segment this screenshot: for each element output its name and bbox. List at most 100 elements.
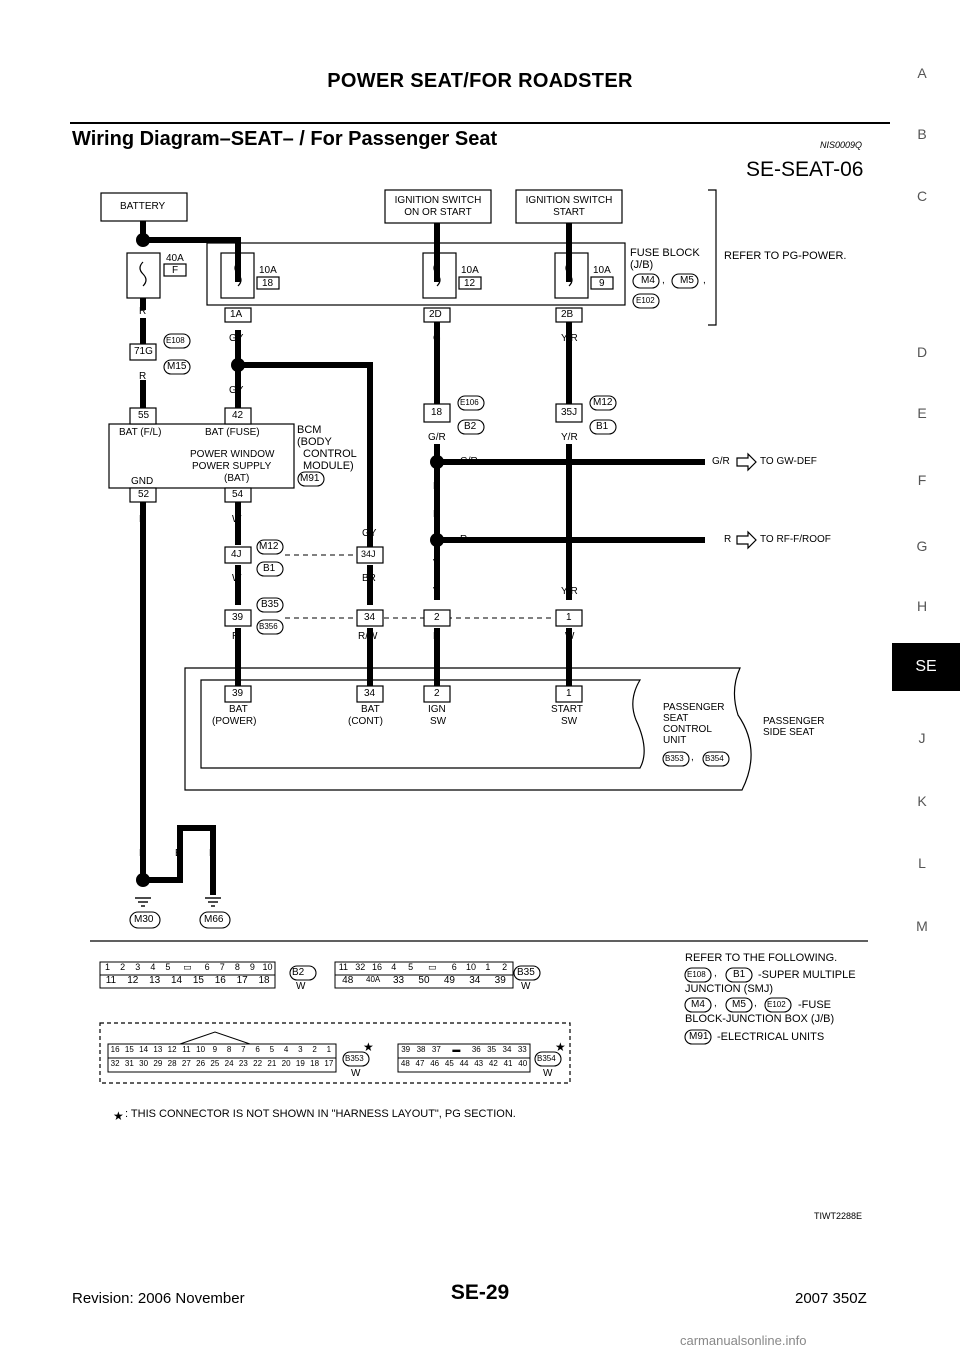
watermark[interactable]: carmanualsonline.info bbox=[680, 1333, 807, 1348]
seat-unit-1: PASSENGER bbox=[663, 702, 725, 713]
side-index-m[interactable]: M bbox=[916, 918, 928, 934]
face-b354-pin: 45 bbox=[444, 1059, 454, 1068]
footer-page-number: SE-29 bbox=[450, 1281, 510, 1304]
wire-yr-1: Y/R bbox=[561, 333, 578, 344]
fuse-block-box bbox=[206, 242, 626, 306]
face-b353-pin: 26 bbox=[196, 1059, 206, 1068]
conn-b1-a: B1 bbox=[596, 421, 609, 432]
title-rule bbox=[70, 122, 890, 124]
fuse-block-label-2: (J/B) bbox=[630, 259, 654, 271]
fuse-40a-box bbox=[126, 252, 161, 299]
wire-br: BR bbox=[362, 573, 376, 584]
wire-gr-2: G/R bbox=[460, 456, 478, 467]
face-b353-bottom-row: 32 31 30 29 28 27 26 25 24 23 22 21 20 1… bbox=[108, 1059, 336, 1068]
term-55: 55 bbox=[138, 410, 150, 421]
face-b35-pin: 50 bbox=[418, 975, 430, 986]
side-index-j[interactable]: J bbox=[918, 730, 926, 746]
face-b353-color: W bbox=[351, 1068, 361, 1079]
seat-unit-3: CONTROL bbox=[663, 724, 712, 735]
side-index-k[interactable]: K bbox=[917, 793, 927, 809]
face-b35-label: B35 bbox=[517, 967, 535, 978]
bcm-name-4: MODULE) bbox=[303, 460, 354, 472]
seat-start-1: START bbox=[551, 704, 583, 715]
legend-comma-1: , bbox=[714, 968, 717, 979]
face-b354-star: ★ bbox=[555, 1040, 566, 1054]
wire-l: L bbox=[433, 631, 439, 642]
wire-r-7: R bbox=[232, 631, 240, 642]
face-b35-pin: 1 bbox=[485, 962, 491, 972]
wire-g: G bbox=[433, 333, 441, 344]
side-index-b[interactable]: B bbox=[917, 126, 927, 142]
face-b2-pin: 7 bbox=[219, 962, 225, 972]
legend-b1: B1 bbox=[733, 969, 746, 980]
term-2d: 2D bbox=[429, 309, 442, 320]
wire-rw: R/W bbox=[358, 631, 378, 642]
note-star: ★ bbox=[113, 1109, 124, 1123]
face-b2-pin: 18 bbox=[258, 975, 270, 986]
face-b2-pin: 8 bbox=[234, 962, 240, 972]
fuse-18-num: 18 bbox=[262, 278, 274, 289]
ign-on-start-label-2: ON OR START bbox=[404, 207, 472, 218]
seat-ign-2: SW bbox=[430, 716, 447, 727]
term-4j: 4J bbox=[231, 549, 242, 560]
conn-e108: E108 bbox=[166, 336, 185, 345]
face-b2-pin: 4 bbox=[150, 962, 156, 972]
face-b354-pin: 37 bbox=[431, 1045, 441, 1054]
conn-b2: B2 bbox=[464, 421, 477, 432]
face-b354-color: W bbox=[543, 1068, 553, 1079]
conn-m91: M91 bbox=[300, 473, 320, 484]
face-b35-top-row: 11 32 16 4 5 ▭ 6 10 1 2 bbox=[335, 962, 513, 973]
face-b353-pin: 3 bbox=[298, 1045, 303, 1054]
legend-e102: E102 bbox=[767, 1000, 786, 1009]
legend-e108: E108 bbox=[687, 970, 706, 979]
side-index-l[interactable]: L bbox=[918, 855, 926, 871]
conn-m66: M66 bbox=[204, 914, 224, 925]
face-b2-pin: 6 bbox=[204, 962, 210, 972]
legend-fuse-2: BLOCK-JUNCTION BOX (J/B) bbox=[685, 1013, 835, 1025]
wire-r-3: R bbox=[433, 481, 441, 492]
wire-gy-1: GY bbox=[229, 333, 244, 344]
face-b2-pin: 11 bbox=[105, 975, 117, 986]
conn-e106: E106 bbox=[460, 398, 479, 407]
term-18: 18 bbox=[431, 407, 443, 418]
legend-m5: M5 bbox=[732, 999, 746, 1010]
conn-e102: E102 bbox=[636, 296, 655, 305]
side-index-d[interactable]: D bbox=[916, 344, 928, 360]
face-b354-pin: 44 bbox=[459, 1059, 469, 1068]
wire-yr-3: Y/R bbox=[561, 586, 578, 597]
bcm-pw-1: POWER WINDOW bbox=[190, 449, 275, 460]
fuse-12-num: 12 bbox=[464, 278, 476, 289]
section-code: NIS0009Q bbox=[820, 140, 863, 150]
side-index-h[interactable]: H bbox=[916, 598, 928, 614]
bcm-name-2: (BODY bbox=[297, 436, 332, 448]
ign-start-label-1: IGNITION SWITCH bbox=[525, 195, 613, 206]
face-b353-pin: 1 bbox=[326, 1045, 332, 1054]
conn-b1-b: B1 bbox=[263, 563, 276, 574]
legend-m91: M91 bbox=[689, 1031, 709, 1042]
face-b353-pin: 11 bbox=[182, 1045, 191, 1054]
out-gw-def: TO GW-DEF bbox=[760, 456, 817, 467]
face-b353-pin: 21 bbox=[267, 1059, 277, 1068]
face-b353-pin: 17 bbox=[324, 1059, 334, 1068]
side-index-c[interactable]: C bbox=[916, 188, 928, 204]
face-b35-pin: 33 bbox=[392, 975, 405, 986]
comma-2: , bbox=[703, 275, 706, 286]
fuse-9-amp: 10A bbox=[593, 265, 611, 276]
face-b353-pin: 6 bbox=[255, 1045, 260, 1054]
wire-w-3: W bbox=[565, 631, 575, 642]
seat-side-1: PASSENGER bbox=[763, 716, 825, 727]
wire-gy-2: GY bbox=[229, 385, 244, 396]
face-b2-pin: 17 bbox=[236, 975, 248, 986]
side-index-e[interactable]: E bbox=[917, 405, 927, 421]
side-index-f[interactable]: F bbox=[917, 472, 927, 488]
side-index-se-active[interactable]: SE bbox=[892, 643, 960, 691]
term-2-a: 2 bbox=[434, 612, 440, 623]
term-39-a: 39 bbox=[232, 612, 244, 623]
face-b353-pin: 10 bbox=[196, 1045, 206, 1054]
side-index-g[interactable]: G bbox=[916, 538, 928, 554]
side-index-a[interactable]: A bbox=[917, 65, 927, 81]
face-b354-label: B354 bbox=[537, 1054, 556, 1063]
face-b353-pin: 5 bbox=[269, 1045, 275, 1054]
wire-b-4: B bbox=[209, 848, 216, 859]
bcm-gnd: GND bbox=[131, 476, 154, 487]
